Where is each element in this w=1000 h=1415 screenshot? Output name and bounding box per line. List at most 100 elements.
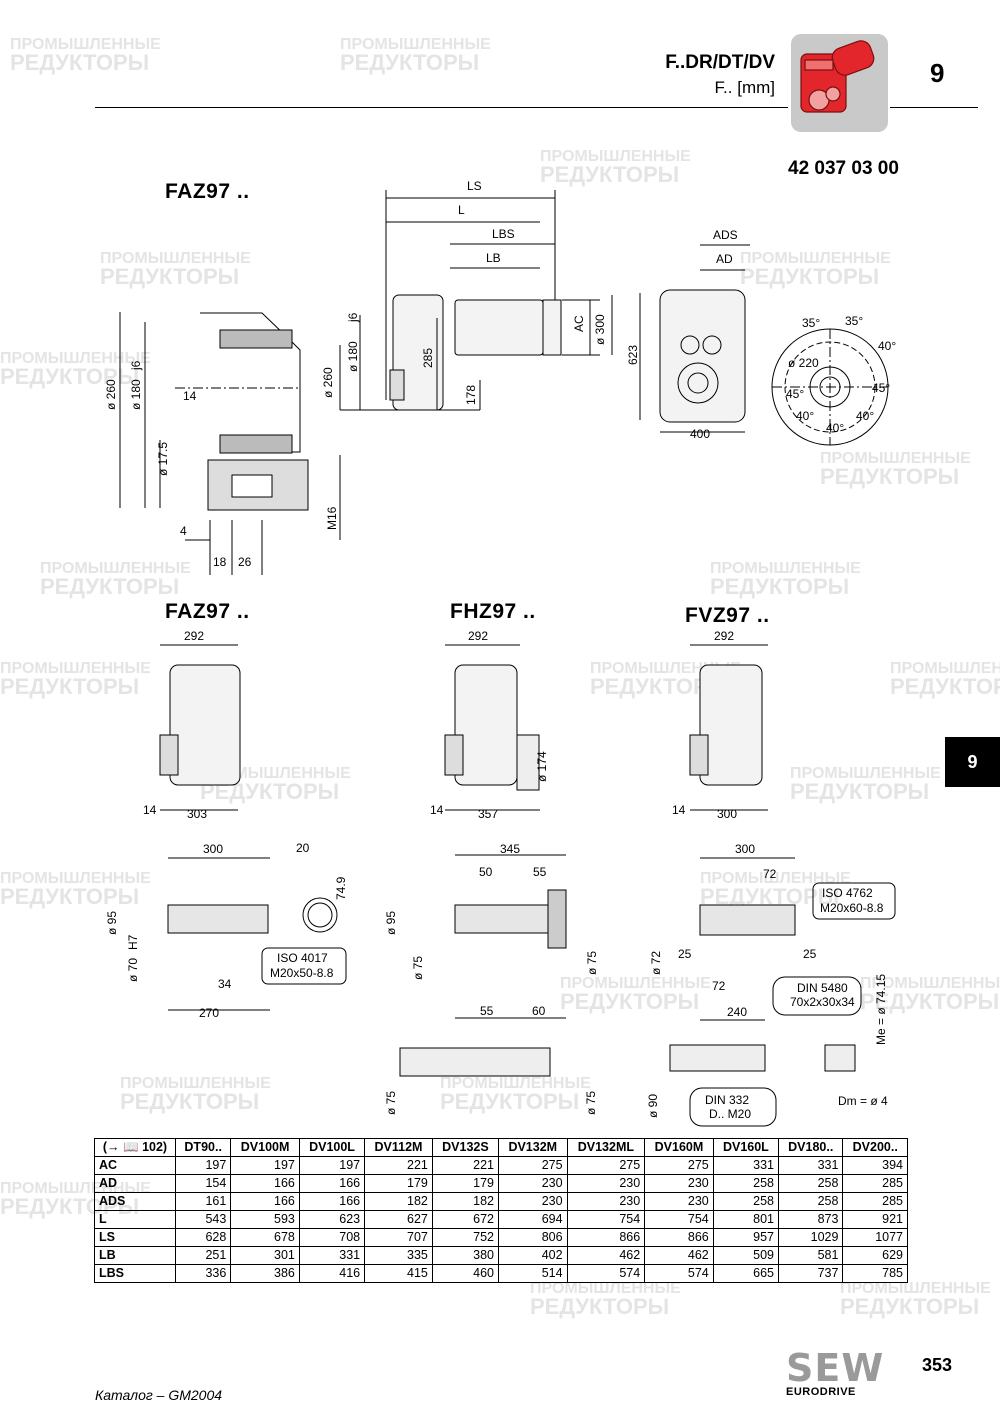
table-cell: 230: [497, 1174, 568, 1193]
table-cell: 694: [497, 1210, 568, 1229]
dim-d75-fhz-a: ø 75: [411, 956, 425, 980]
dim-d75-fhz-d: ø 75: [584, 1091, 598, 1115]
table-cell: 514: [497, 1264, 568, 1283]
dim-55-top: 55: [533, 865, 547, 879]
table-cell: 230: [566, 1192, 646, 1211]
table-cell: 460: [431, 1264, 499, 1283]
dim-72-top: 72: [763, 867, 777, 881]
table-cell: 509: [712, 1246, 780, 1265]
table-cell: 623: [298, 1210, 366, 1229]
dim-d180-top: ø 180: [346, 341, 360, 372]
dim-d300: ø 300: [593, 314, 607, 345]
flange-view: [771, 328, 889, 446]
col-header: DV132M: [497, 1138, 568, 1157]
table-cell: 708: [298, 1228, 366, 1247]
dim-623: 623: [626, 345, 640, 365]
table-cell: 285: [842, 1192, 908, 1211]
dimension-labels: LS L LBS LB AC ø 300 ø 180 j6 ø 260 285 …: [104, 179, 896, 1121]
table-cell: 258: [712, 1174, 780, 1193]
dim-d90: ø 90: [646, 1094, 660, 1118]
din5480-callout-frame: [772, 976, 862, 1016]
table-cell: 866: [644, 1228, 714, 1247]
note-din5480: DIN 5480: [797, 981, 848, 995]
row-label: ADS: [94, 1192, 176, 1211]
dim-d260-left: ø 260: [104, 379, 118, 410]
dim-ls: LS: [467, 179, 482, 193]
table-cell: 275: [644, 1156, 714, 1175]
note-m20x60: M20x60-8.8: [820, 901, 884, 915]
dim-178: 178: [464, 385, 478, 405]
table-cell: 581: [778, 1246, 844, 1265]
page-number: 353: [922, 1355, 953, 1375]
table-cell: 785: [842, 1264, 908, 1283]
fvz-shaft-detail: [669, 857, 856, 1072]
view-title-fhz: FHZ97 ..: [450, 600, 536, 623]
table-cell: 386: [230, 1264, 300, 1283]
table-cell: 873: [778, 1210, 844, 1229]
dim-72-bottom: 72: [712, 979, 726, 993]
table-cell: 737: [778, 1264, 844, 1283]
dim-ad: AD: [716, 252, 733, 266]
table-cell: 394: [842, 1156, 908, 1175]
dim-me: Me = ø 74.15: [874, 974, 888, 1045]
dim-300-faz-shaft: 300: [203, 842, 223, 856]
angle-40d: 40°: [856, 409, 874, 423]
table-cell: 166: [298, 1192, 366, 1211]
table-cell: 801: [712, 1210, 780, 1229]
dim-14-fhz: 14: [430, 803, 444, 817]
row-label: LS: [94, 1228, 176, 1247]
table-cell: 336: [174, 1264, 232, 1283]
table-cell: 957: [712, 1228, 780, 1247]
table-cell: 462: [644, 1246, 714, 1265]
dim-26: 26: [238, 555, 252, 569]
section-tab[interactable]: 9: [945, 737, 1000, 787]
dim-292-fhz: 292: [468, 629, 488, 643]
note-dm20: D.. M20: [709, 1107, 751, 1121]
table-cell: 402: [497, 1246, 568, 1265]
table-cell: 866: [566, 1228, 646, 1247]
dim-25-right: 25: [803, 947, 817, 961]
dim-50: 50: [479, 865, 493, 879]
table-cell: 154: [174, 1174, 232, 1193]
table-cell: 331: [712, 1156, 780, 1175]
dim-292-faz: 292: [184, 629, 204, 643]
dim-14-left: 14: [183, 389, 197, 403]
dim-25-left: 25: [678, 947, 692, 961]
dim-h7-faz: H7: [126, 934, 140, 950]
angle-35a: 35°: [802, 316, 820, 330]
table-cell: 166: [230, 1174, 300, 1193]
table-cell: 415: [364, 1264, 433, 1283]
fvz-front-view: [689, 644, 768, 811]
dim-20: 20: [296, 841, 310, 855]
table-cell: 331: [778, 1156, 844, 1175]
table-cell: 462: [566, 1246, 646, 1265]
dim-270: 270: [199, 1006, 219, 1020]
table-cell: 182: [364, 1192, 433, 1211]
table-cell: 258: [712, 1192, 780, 1211]
table-header-row: (→ 📖 102) DT90.. DV100M DV100L DV112M DV…: [94, 1138, 908, 1157]
dim-d180-left: ø 180: [129, 379, 143, 410]
table-cell: 166: [230, 1192, 300, 1211]
dim-j6-top: j6: [346, 312, 360, 323]
table-header-ref[interactable]: (→ 📖 102): [94, 1138, 176, 1157]
table-cell: 275: [566, 1156, 646, 1175]
angle-40c: 40°: [826, 421, 844, 435]
angle-40b: 40°: [796, 409, 814, 423]
table-cell: 628: [174, 1228, 232, 1247]
dim-55-bottom: 55: [480, 1004, 494, 1018]
col-header: DV160M: [644, 1138, 714, 1157]
dim-60: 60: [532, 1004, 546, 1018]
col-header: DV132ML: [566, 1138, 646, 1157]
